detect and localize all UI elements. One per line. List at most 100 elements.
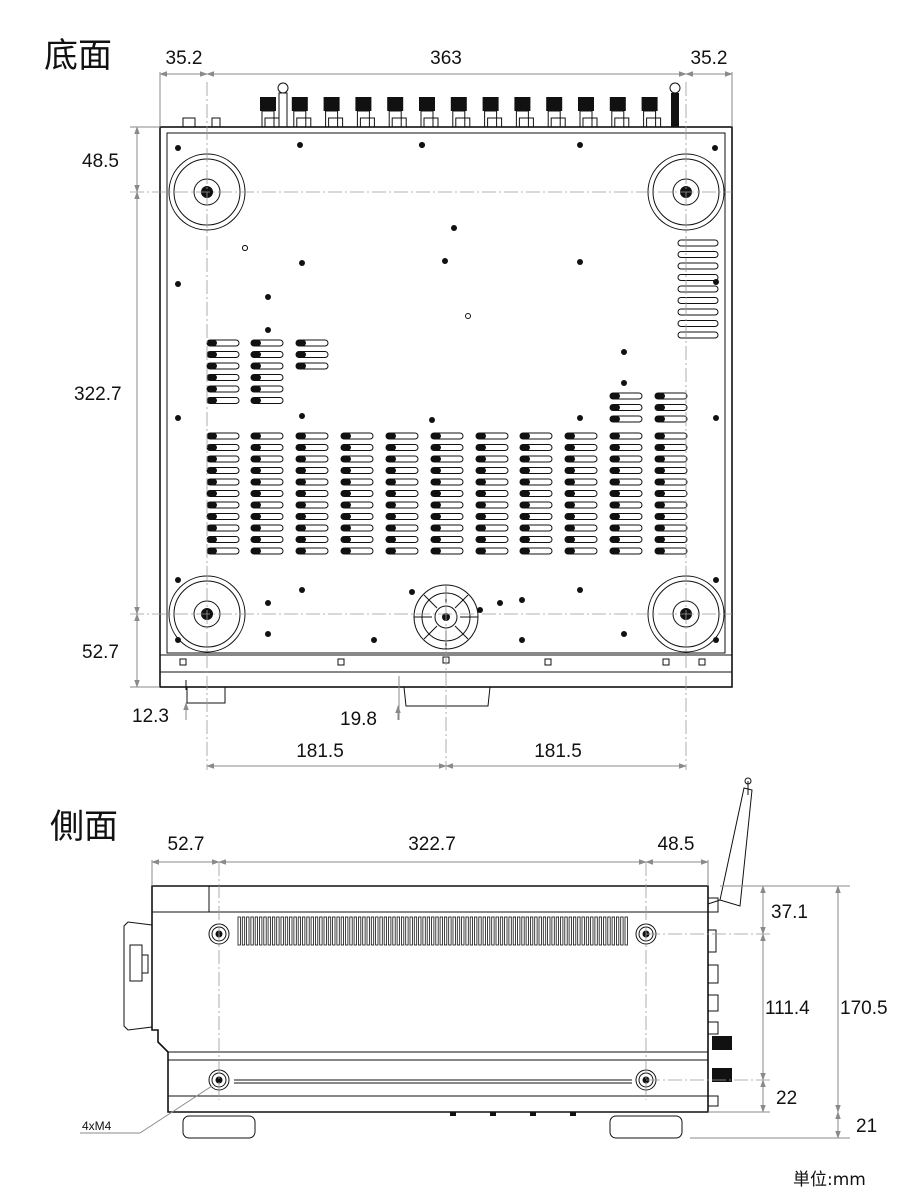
vent-slot: [340, 547, 374, 555]
chassis-screws: [175, 142, 719, 666]
dim-len-right: 48.5: [658, 834, 695, 855]
vent-slot: [206, 524, 240, 532]
unit-label: 単位:mm: [793, 1170, 866, 1190]
screw-dot: [175, 577, 181, 583]
vent-slot: [677, 251, 719, 258]
screw-dot: [297, 142, 303, 148]
vent-slot: [519, 478, 553, 486]
vent-slot: [475, 444, 509, 451]
vent-slot: [385, 501, 419, 509]
vent-slot: [385, 524, 419, 532]
terminal-post: [514, 97, 534, 128]
vent-slot: [295, 432, 329, 440]
screw-dot: [577, 142, 583, 148]
vent-slot: [385, 536, 419, 543]
vent-slot: [206, 385, 240, 393]
bottom-view-title: 底面: [44, 36, 112, 76]
vent-slot: [677, 308, 719, 316]
vent-slot: [430, 490, 464, 497]
dim-height-middle: 111.4: [765, 998, 810, 1019]
terminal-post: [609, 97, 630, 128]
vent-slot: [564, 432, 598, 440]
vent-slot: [385, 513, 419, 520]
vent-slot: [250, 536, 284, 543]
side-vent-grille: [237, 916, 628, 946]
vent-slot: [519, 501, 553, 509]
vent-slot: [654, 404, 688, 411]
vent-slot: [564, 444, 598, 451]
side-view-title: 側面: [50, 807, 118, 847]
screw-callout-leader: [80, 1085, 213, 1134]
vent-slot: [250, 397, 284, 404]
dim-width-center: 363: [430, 48, 462, 69]
vent-slot: [609, 404, 643, 411]
bottom-depth-dims: [130, 126, 160, 688]
screw-dot: [621, 631, 627, 637]
vent-slot: [430, 432, 464, 440]
screw-dot: [265, 294, 271, 300]
vent-slot: [250, 455, 284, 463]
vent-slot: [677, 285, 719, 293]
center-lines: [130, 82, 732, 770]
rear-bracket: [182, 117, 221, 128]
vent-slot: [206, 455, 240, 463]
vent-slot: [206, 351, 240, 358]
vent-slot: [250, 524, 284, 532]
screw-dot: [175, 145, 181, 151]
vent-slot: [609, 415, 643, 423]
vent-slot: [206, 536, 240, 543]
ventilation-slots: [206, 239, 719, 555]
vent-slot: [677, 239, 719, 247]
vent-slot: [677, 320, 719, 327]
vent-slot: [206, 547, 240, 555]
vent-slot: [295, 455, 329, 463]
terminal-post: [355, 97, 375, 128]
vent-slot: [250, 432, 284, 440]
vent-slot: [430, 478, 464, 486]
vent-slot: [519, 513, 553, 520]
vent-slot: [609, 467, 643, 474]
vent-slot: [206, 467, 240, 474]
vent-slot: [295, 444, 329, 451]
dim-height-bottom: 22: [776, 1088, 797, 1109]
vent-slot: [677, 331, 719, 339]
vent-slot: [385, 432, 419, 440]
front-feet-profile: [185, 680, 491, 707]
screw-dot: [265, 631, 271, 637]
screw-dot: [519, 637, 525, 643]
side-height-dims: [690, 885, 850, 1139]
screw-dot: [577, 415, 583, 421]
front-tab: [179, 658, 187, 666]
vent-slot: [609, 513, 643, 520]
vent-slot: [654, 432, 688, 440]
vent-slot: [250, 478, 284, 486]
vent-slot: [609, 501, 643, 509]
vent-slot: [340, 524, 374, 532]
vent-slot: [295, 513, 329, 520]
vent-slot: [206, 478, 240, 486]
vent-slot: [475, 501, 509, 509]
screw-dot: [713, 415, 719, 421]
terminal-post: [419, 97, 439, 128]
vent-slot: [385, 547, 419, 555]
vent-slot: [430, 524, 464, 532]
screw-dot: [175, 415, 181, 421]
screw-dot: [371, 637, 377, 643]
vent-slot: [250, 444, 284, 451]
vent-slot: [609, 392, 643, 400]
rear-terminals: [182, 82, 681, 128]
vent-slot: [519, 455, 553, 463]
vent-slot: [654, 513, 688, 520]
vent-slot: [475, 524, 509, 532]
vent-slot: [609, 536, 643, 543]
terminal-post: [482, 97, 503, 128]
vent-slot: [519, 547, 553, 555]
vent-slot: [654, 490, 688, 497]
terminal-post: [546, 97, 566, 128]
terminal-post: [291, 97, 312, 128]
vent-slot: [295, 467, 329, 474]
dim-foot-height: 21: [856, 1116, 877, 1137]
screw-dot: [299, 413, 305, 419]
front-tab: [544, 658, 552, 666]
front-tab: [662, 658, 670, 666]
